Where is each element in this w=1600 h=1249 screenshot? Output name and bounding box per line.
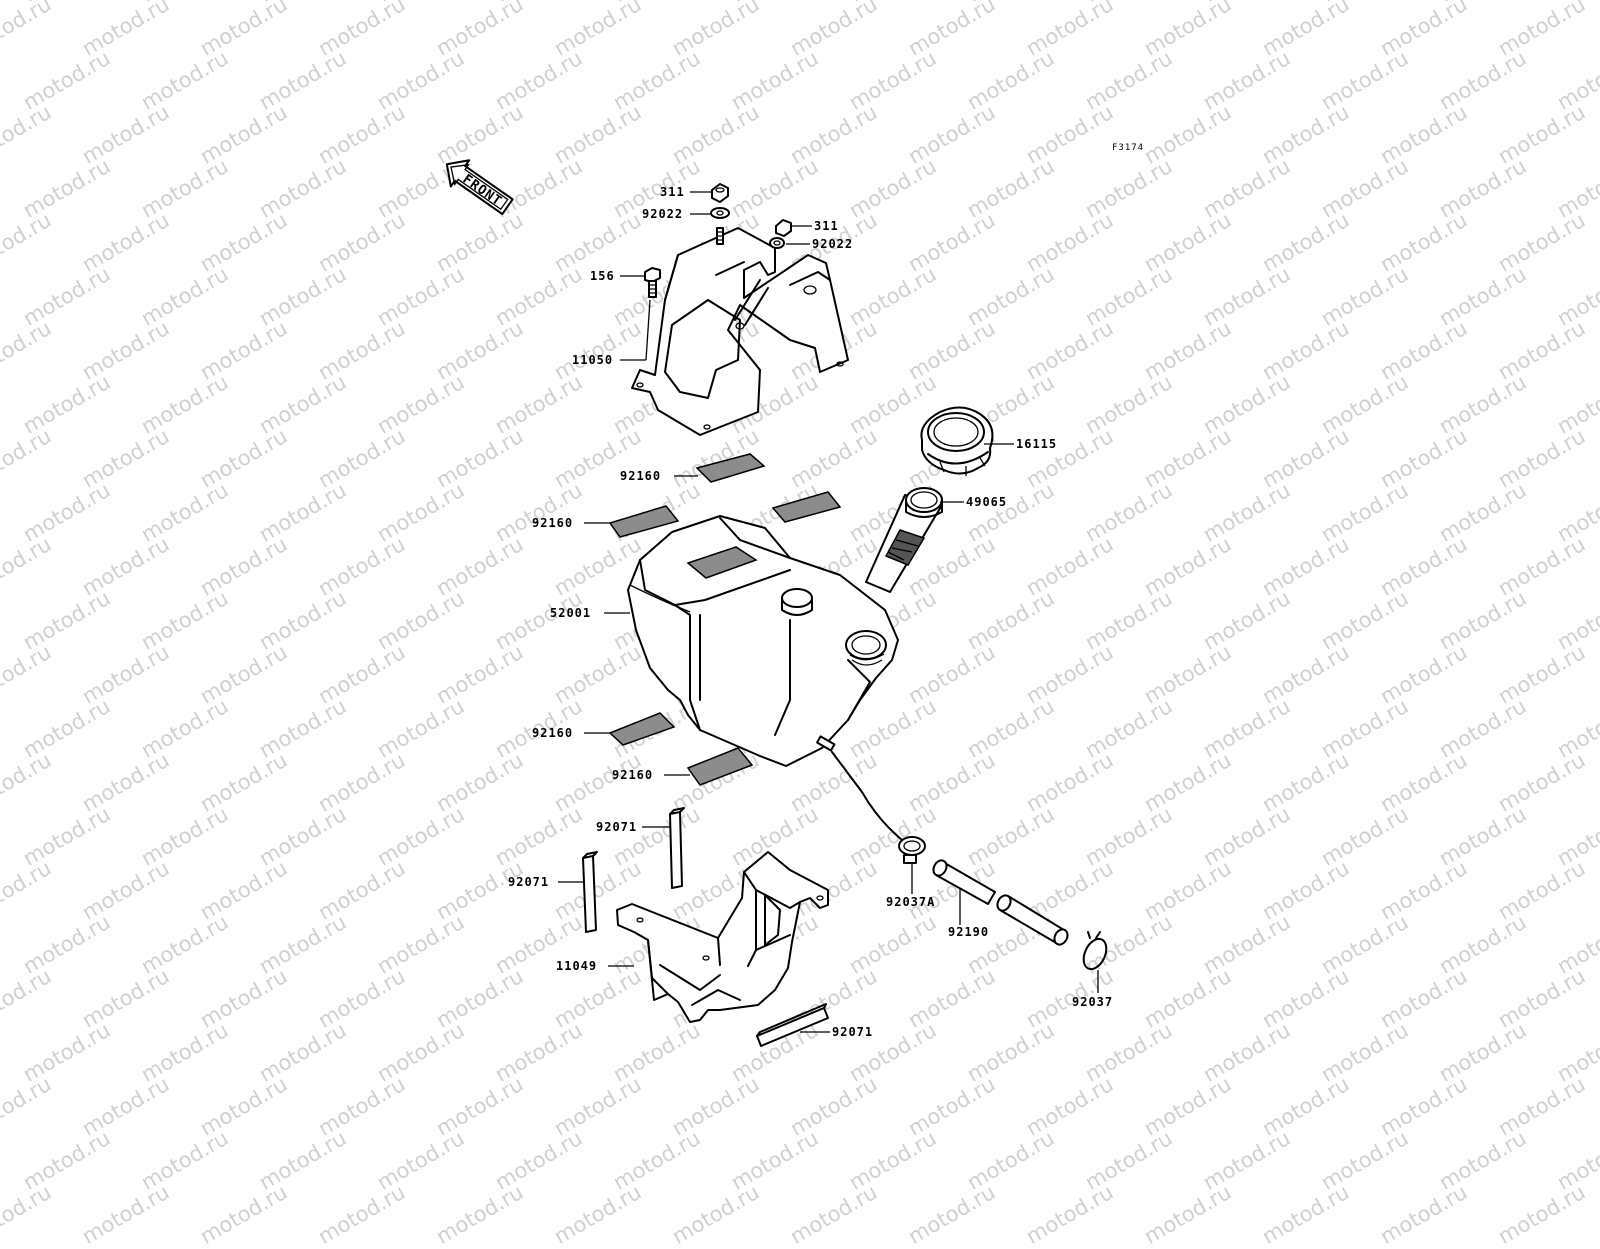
lower-bracket	[616, 851, 829, 1023]
label-92160-b: 92160	[532, 516, 573, 530]
clamp-92037A-icon	[898, 836, 926, 864]
strip-92071-a	[669, 811, 683, 889]
label-92160-d: 92160	[612, 768, 653, 782]
tank-cap-icon	[920, 406, 994, 476]
label-311-b: 311	[814, 219, 839, 233]
label-52001: 52001	[550, 606, 591, 620]
exploded-view: F3174 FRONT	[445, 143, 1144, 1047]
label-49065: 49065	[966, 495, 1007, 509]
fuel-tank	[627, 515, 899, 767]
label-11049: 11049	[556, 959, 597, 973]
hose-92190	[932, 859, 1069, 946]
bolt-156-icon	[644, 267, 661, 298]
label-92022-a: 92022	[642, 207, 683, 221]
pad-92160-e	[771, 491, 842, 523]
label-92190: 92190	[948, 925, 989, 939]
label-92071-b: 92071	[508, 875, 549, 889]
strip-92071-c	[756, 1007, 829, 1047]
strip-92071-b	[582, 855, 597, 933]
label-92071-a: 92071	[596, 820, 637, 834]
label-92022-b: 92022	[812, 237, 853, 251]
pad-92160-a	[695, 453, 766, 483]
label-11050: 11050	[572, 353, 613, 367]
label-92037: 92037	[1072, 995, 1113, 1009]
upper-bracket	[631, 227, 849, 436]
clamp-92037-icon	[1082, 931, 1108, 971]
label-156: 156	[590, 269, 615, 283]
pad-92160-d	[686, 747, 754, 786]
pad-92160-b	[608, 505, 680, 538]
label-92037A: 92037A	[886, 895, 935, 909]
label-92071-c: 92071	[832, 1025, 873, 1039]
nut-311-b-icon	[775, 219, 792, 237]
vent-line	[831, 751, 903, 841]
label-92160-c: 92160	[532, 726, 573, 740]
stud-icon	[716, 227, 724, 245]
leader-lines	[558, 191, 1099, 1033]
label-311-a: 311	[660, 185, 685, 199]
filler-strainer-icon	[865, 487, 943, 593]
pad-92160-c	[608, 712, 676, 746]
nut-311-a-icon	[711, 183, 729, 203]
washer-92022-a-icon	[710, 207, 730, 219]
label-92160-a: 92160	[620, 469, 661, 483]
washer-92022-b-icon	[769, 237, 785, 249]
diagram-code: F3174	[1112, 143, 1144, 153]
label-16115: 16115	[1016, 437, 1057, 451]
front-arrow-icon: FRONT	[445, 159, 514, 216]
